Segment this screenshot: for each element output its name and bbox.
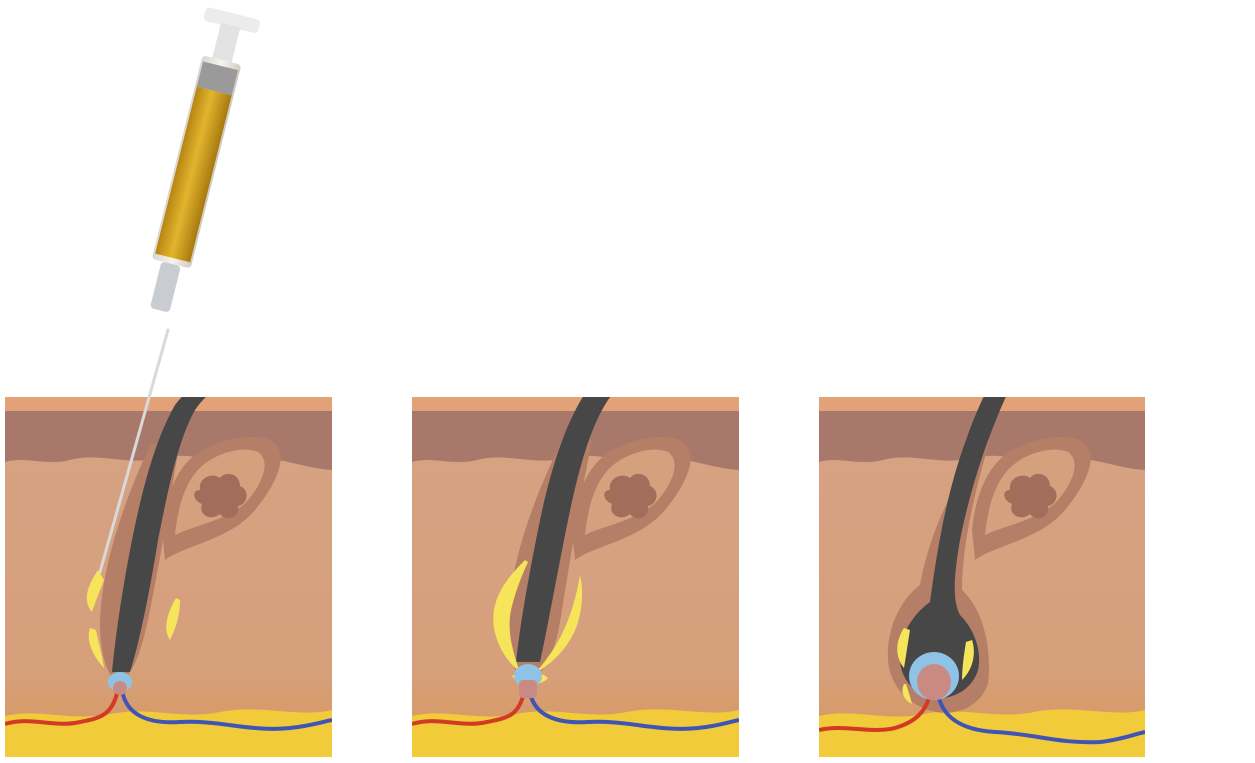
panel-stage-1 bbox=[5, 7, 332, 757]
dermal-papilla bbox=[917, 664, 951, 700]
fat-layer bbox=[412, 709, 739, 757]
dermal-papilla bbox=[519, 680, 537, 698]
panel-stage-2 bbox=[412, 338, 739, 757]
syringe-fluid bbox=[155, 87, 232, 263]
dermal-papilla bbox=[113, 681, 127, 695]
panel-stage-3 bbox=[819, 152, 1250, 757]
fat-layer bbox=[5, 709, 332, 757]
fat-layer bbox=[819, 709, 1145, 757]
syringe-plunger-rod bbox=[212, 23, 240, 63]
epidermis-layer bbox=[5, 397, 332, 411]
epidermis-layer bbox=[412, 397, 739, 411]
syringe-hub bbox=[150, 261, 181, 312]
